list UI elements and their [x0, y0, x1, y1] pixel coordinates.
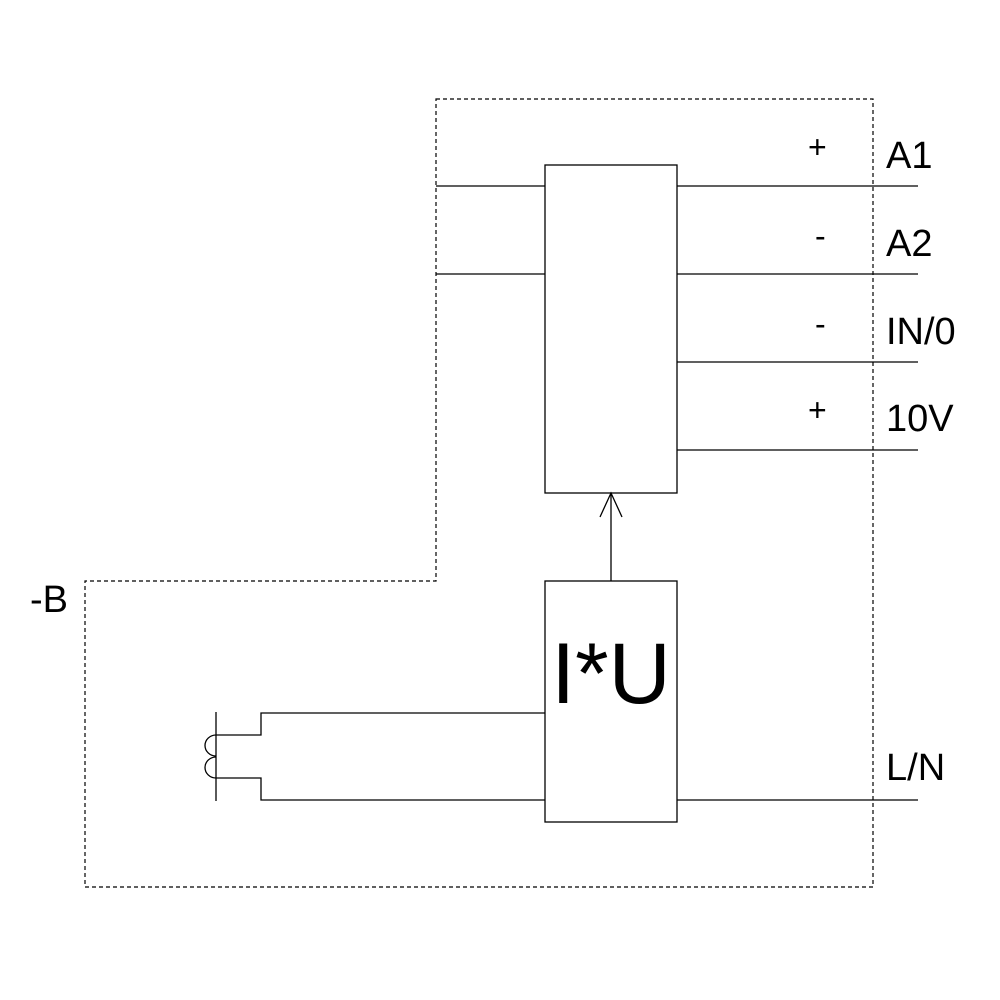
device-designation: -B	[30, 579, 68, 621]
polarity-sign-10v: +	[808, 392, 827, 428]
device-enclosure	[84, 98, 874, 888]
ct-line-upper	[216, 712, 545, 736]
output-module	[544, 164, 678, 494]
signal-arrow-head	[599, 491, 623, 518]
terminal-label-10v: 10V	[886, 398, 954, 440]
polarity-sign-in0: -	[815, 306, 826, 342]
measuring-block-label: I*U	[551, 626, 670, 722]
measuring-block	[544, 580, 678, 823]
terminal-label-in0: IN/0	[886, 311, 956, 353]
polarity-sign-a1: +	[808, 129, 827, 165]
current-transformer-icon	[204, 712, 217, 801]
polarity-sign-a2: -	[815, 218, 826, 254]
supply-label: L/N	[886, 747, 945, 789]
ct-line-lower	[216, 777, 545, 801]
terminal-label-a1: A1	[886, 135, 932, 177]
terminal-label-a2: A2	[886, 223, 932, 265]
